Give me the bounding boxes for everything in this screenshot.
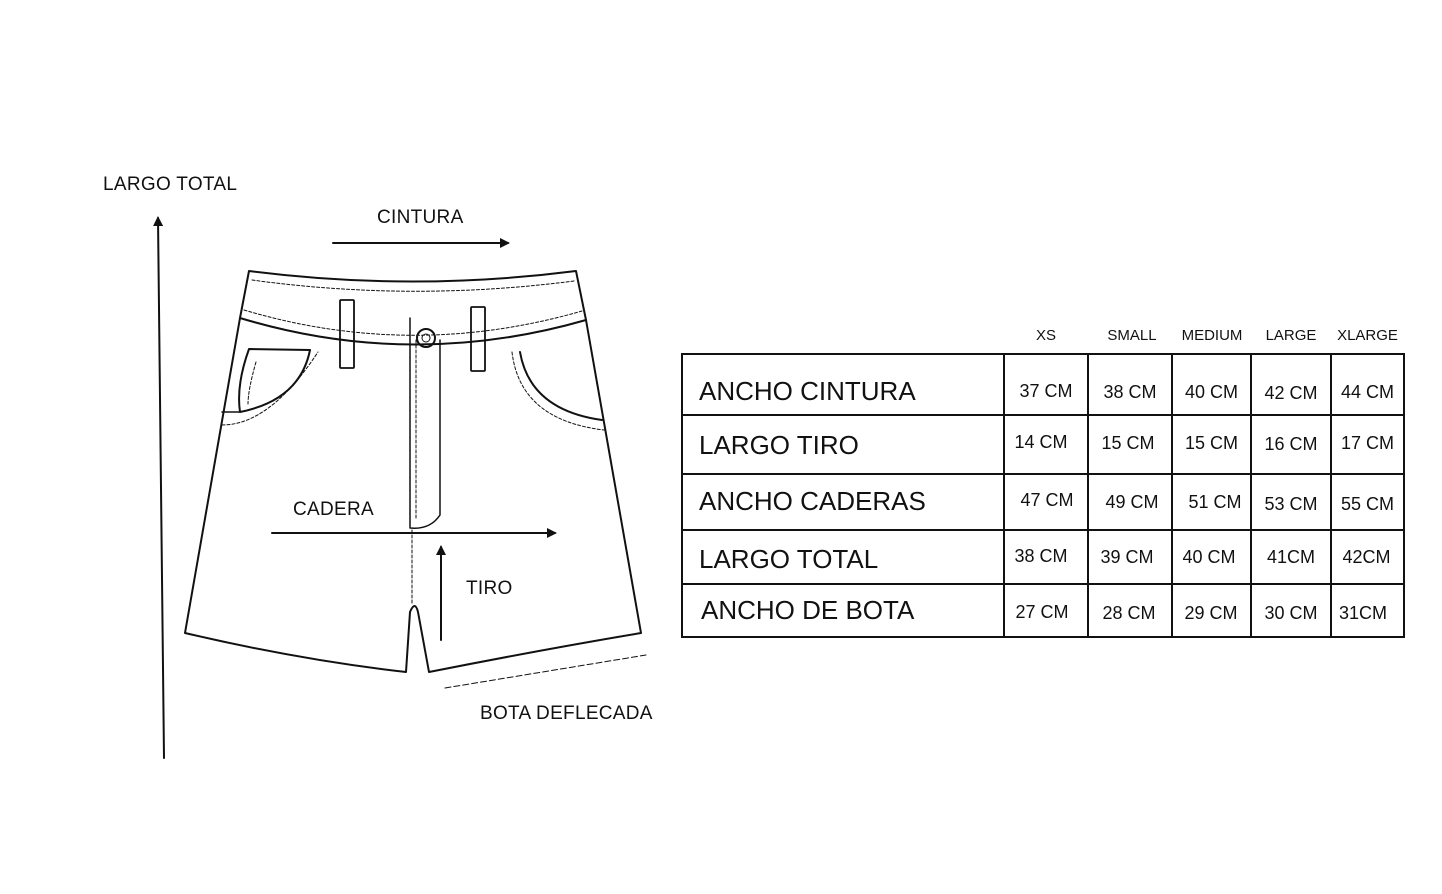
table-cell: 42 CM <box>1264 383 1318 403</box>
table-cell: 38 CM <box>1014 546 1068 566</box>
waistband <box>239 270 587 346</box>
row-label: LARGO TIRO <box>699 430 859 460</box>
size-table: ANCHO CINTURA 37 CM 38 CM 40 CM 42 CM 44… <box>681 353 1405 638</box>
cadera-label: CADERA <box>293 499 374 520</box>
table-cell: 44 CM <box>1340 382 1394 402</box>
bota-deflecada-label: BOTA DEFLECADA <box>480 703 653 724</box>
table-cell: 15 CM <box>1101 433 1155 453</box>
table-cell: 31CM <box>1338 603 1387 623</box>
table-cell: 40 CM <box>1182 547 1236 567</box>
pocket-left <box>238 348 311 413</box>
table-cell: 37 CM <box>1019 381 1073 401</box>
size-header-small: SMALL <box>1107 327 1157 344</box>
bota-deflecada-line <box>444 654 647 689</box>
row-label: ANCHO CADERAS <box>699 486 926 516</box>
largo-total-arrow <box>153 216 165 759</box>
cintura-label: CINTURA <box>377 207 464 228</box>
belt-loop-right <box>470 306 486 372</box>
table-cell: 40 CM <box>1184 382 1238 402</box>
table-cell: 27 CM <box>1015 602 1069 622</box>
table-cell: 39 CM <box>1100 547 1154 567</box>
shorts-diagram <box>153 216 647 759</box>
size-header-xlarge: XLARGE <box>1337 327 1398 344</box>
table-cell: 17 CM <box>1340 433 1394 453</box>
size-header-large: LARGE <box>1265 327 1317 344</box>
size-headers: XS SMALL MEDIUM LARGE XLARGE <box>1004 327 1405 347</box>
fly-seam <box>409 317 441 529</box>
tiro-label: TIRO <box>466 578 513 599</box>
table-cell: 38 CM <box>1103 382 1157 402</box>
table-cell: 16 CM <box>1264 434 1318 454</box>
shorts-body <box>184 317 642 673</box>
size-header-xs: XS <box>1035 327 1056 344</box>
button <box>416 328 436 348</box>
table-cell: 49 CM <box>1105 492 1159 512</box>
table-cell: 14 CM <box>1014 432 1068 452</box>
row-label: ANCHO DE BOTA <box>701 595 915 625</box>
table-cell: 30 CM <box>1264 603 1318 623</box>
row-label: LARGO TOTAL <box>699 544 879 574</box>
pocket-right <box>519 351 603 421</box>
table-cell: 41CM <box>1266 547 1315 567</box>
table-cell: 47 CM <box>1020 490 1074 510</box>
table-cell: 51 CM <box>1188 492 1242 512</box>
size-header-medium: MEDIUM <box>1181 327 1243 344</box>
largo-total-label: LARGO TOTAL <box>103 174 238 195</box>
table-cell: 53 CM <box>1264 494 1318 514</box>
row-label: ANCHO CINTURA <box>699 376 916 406</box>
belt-loop-left <box>339 299 355 369</box>
table-cell: 28 CM <box>1102 603 1156 623</box>
table-cell: 29 CM <box>1184 603 1238 623</box>
table-cell: 15 CM <box>1184 433 1238 453</box>
table-cell: 55 CM <box>1340 494 1394 514</box>
table-cell: 42CM <box>1342 547 1391 567</box>
